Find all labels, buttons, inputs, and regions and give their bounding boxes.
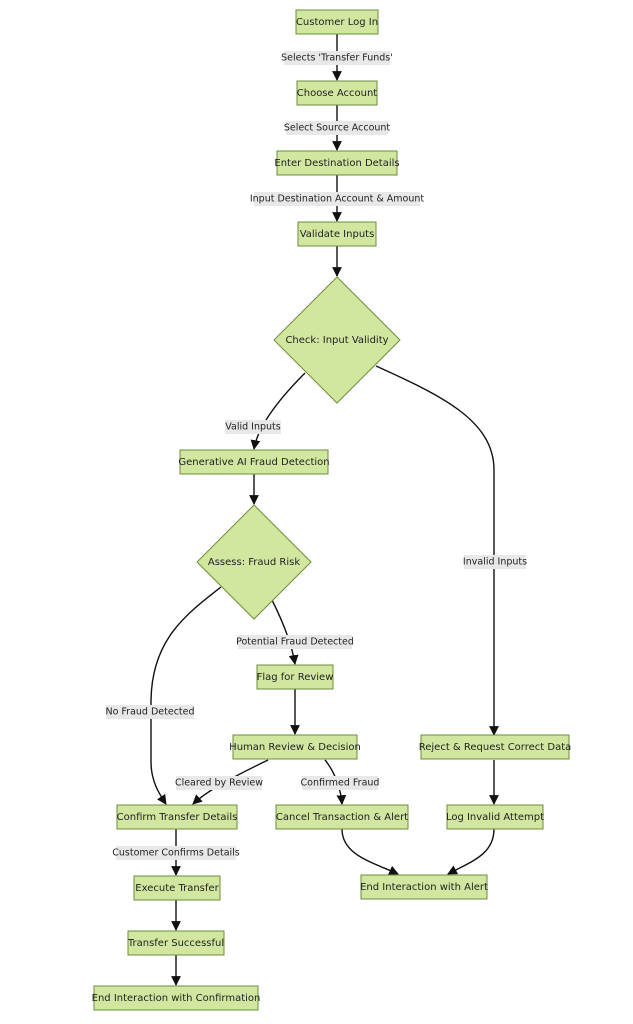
edge-label-input-dest-text: Input Destination Account & Amount xyxy=(250,194,425,205)
node-enter-destination: Enter Destination Details xyxy=(274,150,400,176)
node-end-alert-label: End Interaction with Alert xyxy=(360,882,488,893)
edge-label-customer-confirms: Customer Confirms Details xyxy=(112,846,240,860)
node-log-invalid: Log Invalid Attempt xyxy=(446,804,544,830)
edge-label-selects-text: Selects 'Transfer Funds' xyxy=(281,53,393,64)
edge-check-reject xyxy=(375,365,499,736)
edge-label-customer-confirms-text: Customer Confirms Details xyxy=(112,848,240,859)
edge-label-cleared: Cleared by Review xyxy=(175,776,263,790)
edge-label-cleared-text: Cleared by Review xyxy=(175,778,263,789)
edge-label-confirmed-fraud-text: Confirmed Fraud xyxy=(301,778,380,789)
node-confirm-transfer: Confirm Transfer Details xyxy=(116,804,238,830)
node-check-input-validity: Check: Input Validity xyxy=(273,276,401,404)
edge-assess-confirm xyxy=(150,586,222,805)
edge-log-endalert xyxy=(447,828,495,875)
node-validate-inputs: Validate Inputs xyxy=(297,221,377,247)
node-transfer-successful-label: Transfer Successful xyxy=(127,938,224,949)
node-reject-request-label: Reject & Request Correct Data xyxy=(419,742,572,753)
node-choose-account: Choose Account xyxy=(296,80,378,106)
edge-label-invalid: Invalid Inputs xyxy=(463,555,527,569)
node-end-alert: End Interaction with Alert xyxy=(360,874,488,900)
edges xyxy=(150,34,499,986)
edge-label-confirmed-fraud: Confirmed Fraud xyxy=(301,776,380,790)
node-check-input-validity-label: Check: Input Validity xyxy=(285,335,388,346)
node-human-review-label: Human Review & Decision xyxy=(229,742,361,753)
edge-label-valid: Valid Inputs xyxy=(225,420,281,434)
node-cancel-transaction: Cancel Transaction & Alert xyxy=(275,804,409,830)
node-execute-transfer-label: Execute Transfer xyxy=(135,883,219,894)
node-flag-for-review-label: Flag for Review xyxy=(257,672,334,683)
node-assess-fraud-risk-label: Assess: Fraud Risk xyxy=(208,557,300,568)
edge-label-source-text: Select Source Account xyxy=(284,123,391,134)
node-human-review: Human Review & Decision xyxy=(229,734,361,760)
node-log-invalid-label: Log Invalid Attempt xyxy=(446,812,544,823)
node-confirm-transfer-label: Confirm Transfer Details xyxy=(117,812,238,823)
edge-labels: Selects 'Transfer Funds' Select Source A… xyxy=(105,51,527,860)
node-enter-destination-label: Enter Destination Details xyxy=(274,158,399,169)
edge-label-potential: Potential Fraud Detected xyxy=(236,635,354,649)
node-customer-log-in-label: Customer Log In xyxy=(296,17,378,28)
edge-label-no-fraud-text: No Fraud Detected xyxy=(105,707,194,718)
node-execute-transfer: Execute Transfer xyxy=(133,875,221,901)
node-reject-request: Reject & Request Correct Data xyxy=(419,734,572,760)
node-validate-inputs-label: Validate Inputs xyxy=(300,229,375,240)
node-end-confirmation-label: End Interaction with Confirmation xyxy=(92,993,261,1004)
edge-label-no-fraud: No Fraud Detected xyxy=(105,705,195,719)
edge-label-selects: Selects 'Transfer Funds' xyxy=(281,51,393,65)
node-generative-ai-fraud-label: Generative AI Fraud Detection xyxy=(178,457,329,468)
edge-label-source: Select Source Account xyxy=(284,121,391,135)
node-cancel-transaction-label: Cancel Transaction & Alert xyxy=(276,812,408,823)
edge-check-fraudai xyxy=(250,372,306,450)
edge-label-valid-text: Valid Inputs xyxy=(225,422,281,433)
node-end-confirmation: End Interaction with Confirmation xyxy=(92,985,261,1011)
edge-cancel-endalert xyxy=(341,828,399,875)
node-customer-log-in: Customer Log In xyxy=(295,9,379,35)
edge-assess-flag xyxy=(271,599,299,665)
node-flag-for-review: Flag for Review xyxy=(256,664,334,690)
edge-label-input-dest: Input Destination Account & Amount xyxy=(250,192,425,206)
edge-label-invalid-text: Invalid Inputs xyxy=(463,557,527,568)
nodes: Customer Log In Choose Account Enter Des… xyxy=(92,9,572,1011)
node-choose-account-label: Choose Account xyxy=(297,88,378,99)
node-generative-ai-fraud: Generative AI Fraud Detection xyxy=(178,449,330,475)
node-transfer-successful: Transfer Successful xyxy=(127,930,225,956)
edge-label-potential-text: Potential Fraud Detected xyxy=(236,637,354,648)
node-assess-fraud-risk: Assess: Fraud Risk xyxy=(196,504,312,620)
